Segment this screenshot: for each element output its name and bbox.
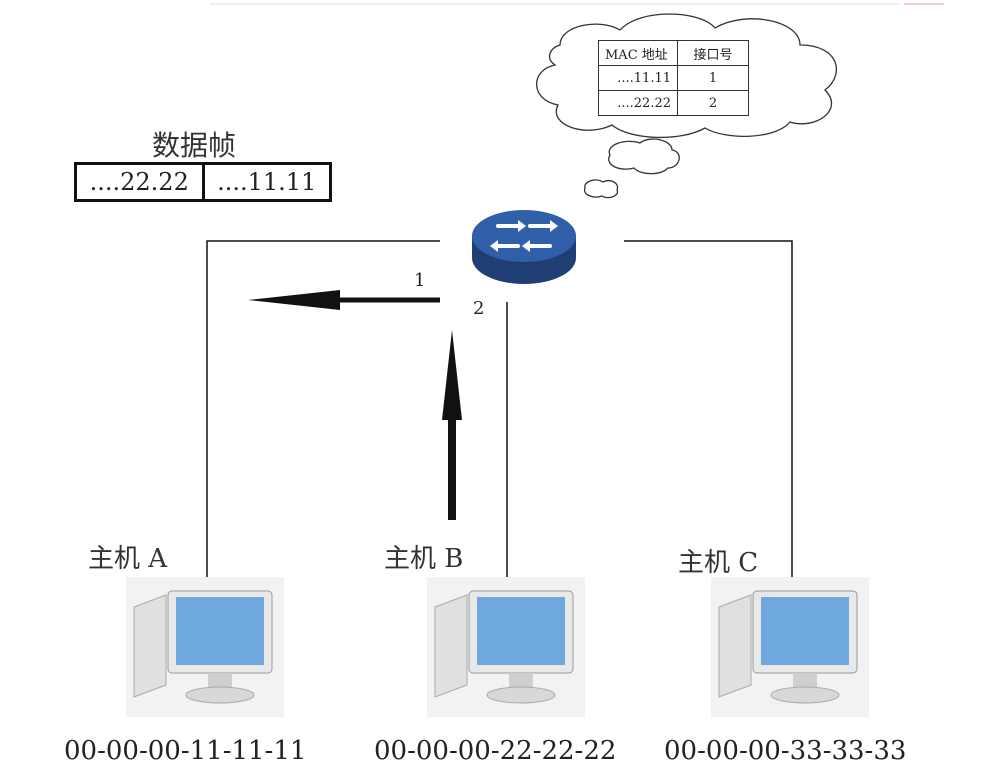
wire-host-a (206, 240, 440, 577)
host-a-label: 主机 A (88, 544, 168, 574)
frame-src-mac: ....11.11 (201, 165, 330, 199)
host-c-label: 主机 C (678, 548, 759, 578)
mac-table-header: MAC 地址 接口号 (598, 40, 749, 66)
table-row: ....11.11 1 (598, 65, 749, 91)
mac-table-cell-mac: ....11.11 (598, 65, 678, 91)
mac-address-table: MAC 地址 接口号 ....11.11 1 ....22.22 2 (598, 40, 749, 116)
mac-table-cell-mac: ....22.22 (598, 90, 678, 116)
data-frame-box: ....22.22 ....11.11 (74, 162, 332, 202)
table-row: ....22.22 2 (598, 90, 749, 116)
host-b-label: 主机 B (384, 544, 464, 574)
host-c-mac: 00-00-00-33-33-33 (664, 736, 907, 766)
switch-icon (472, 210, 576, 284)
arrow-up (442, 330, 462, 520)
port-2-label: 2 (473, 298, 485, 319)
mac-table-cell-port: 1 (677, 65, 749, 91)
mac-table-header-port: 接口号 (677, 40, 749, 66)
mac-table-header-mac: MAC 地址 (598, 40, 678, 66)
wire-host-c (624, 240, 793, 577)
arrow-left (248, 290, 440, 310)
mac-table-cell-port: 2 (677, 90, 749, 116)
computer-icon-c (711, 577, 869, 717)
host-a-mac: 00-00-00-11-11-11 (64, 736, 307, 766)
computer-icon-b (427, 577, 585, 717)
host-b-mac: 00-00-00-22-22-22 (374, 736, 617, 766)
computer-icon-a (126, 577, 284, 717)
frame-title: 数据帧 (152, 129, 237, 162)
frame-dest-mac: ....22.22 (89, 168, 189, 196)
port-1-label: 1 (414, 270, 426, 291)
